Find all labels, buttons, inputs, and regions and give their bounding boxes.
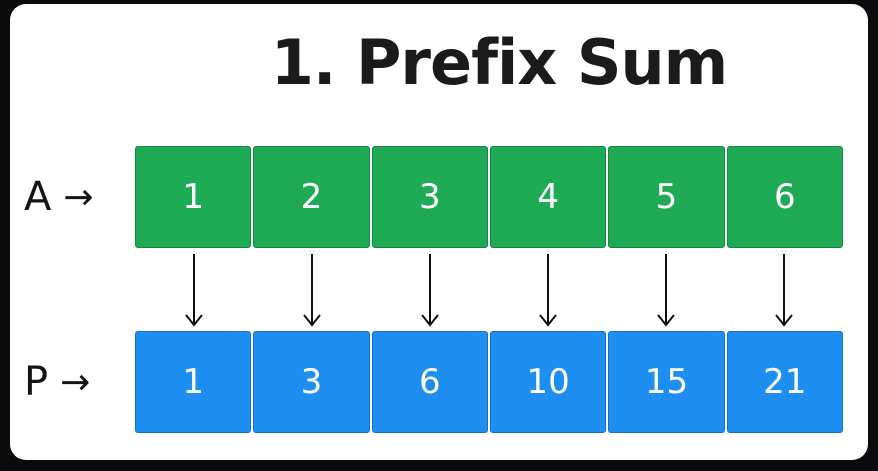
- array-a-cell-5: 5: [608, 146, 725, 248]
- array-p-label-group: P →: [24, 331, 90, 433]
- array-p-cell-5: 15: [608, 331, 725, 433]
- array-a-cell-2: 2: [253, 146, 370, 248]
- down-arrow-icon-4: [539, 254, 557, 327]
- array-a-row: 1 2 3 4 5 6: [135, 146, 843, 248]
- array-p-cell-4: 10: [489, 331, 607, 433]
- connector-arrows: [185, 254, 793, 327]
- array-a-label-group: A →: [24, 146, 94, 248]
- array-a-cell-6: 6: [726, 146, 843, 248]
- array-p-cell-3: 6: [371, 331, 488, 433]
- down-arrow-icon-1: [185, 254, 203, 327]
- array-p-cell-6: 21: [726, 331, 843, 433]
- array-a-right-arrow-icon: →: [63, 176, 94, 218]
- array-p-right-arrow-icon: →: [60, 361, 91, 403]
- array-a-cell-3: 3: [371, 146, 488, 248]
- array-a-cell-1: 1: [135, 146, 252, 248]
- array-p-cell-2: 3: [253, 331, 370, 433]
- diagram-card: 1. Prefix Sum A → 1 2 3 4 5 6: [10, 4, 868, 460]
- array-a-label: A: [24, 174, 52, 220]
- array-a-cell-4: 4: [489, 146, 607, 248]
- down-arrow-icon-3: [421, 254, 439, 327]
- array-p-row: 1 3 6 10 15 21: [135, 331, 843, 433]
- down-arrow-icon-5: [657, 254, 675, 327]
- down-arrow-icon-2: [303, 254, 321, 327]
- array-p-cell-1: 1: [135, 331, 252, 433]
- diagram-title: 1. Prefix Sum: [270, 26, 729, 99]
- down-arrow-icon-6: [775, 254, 793, 327]
- array-p-label: P: [24, 359, 49, 405]
